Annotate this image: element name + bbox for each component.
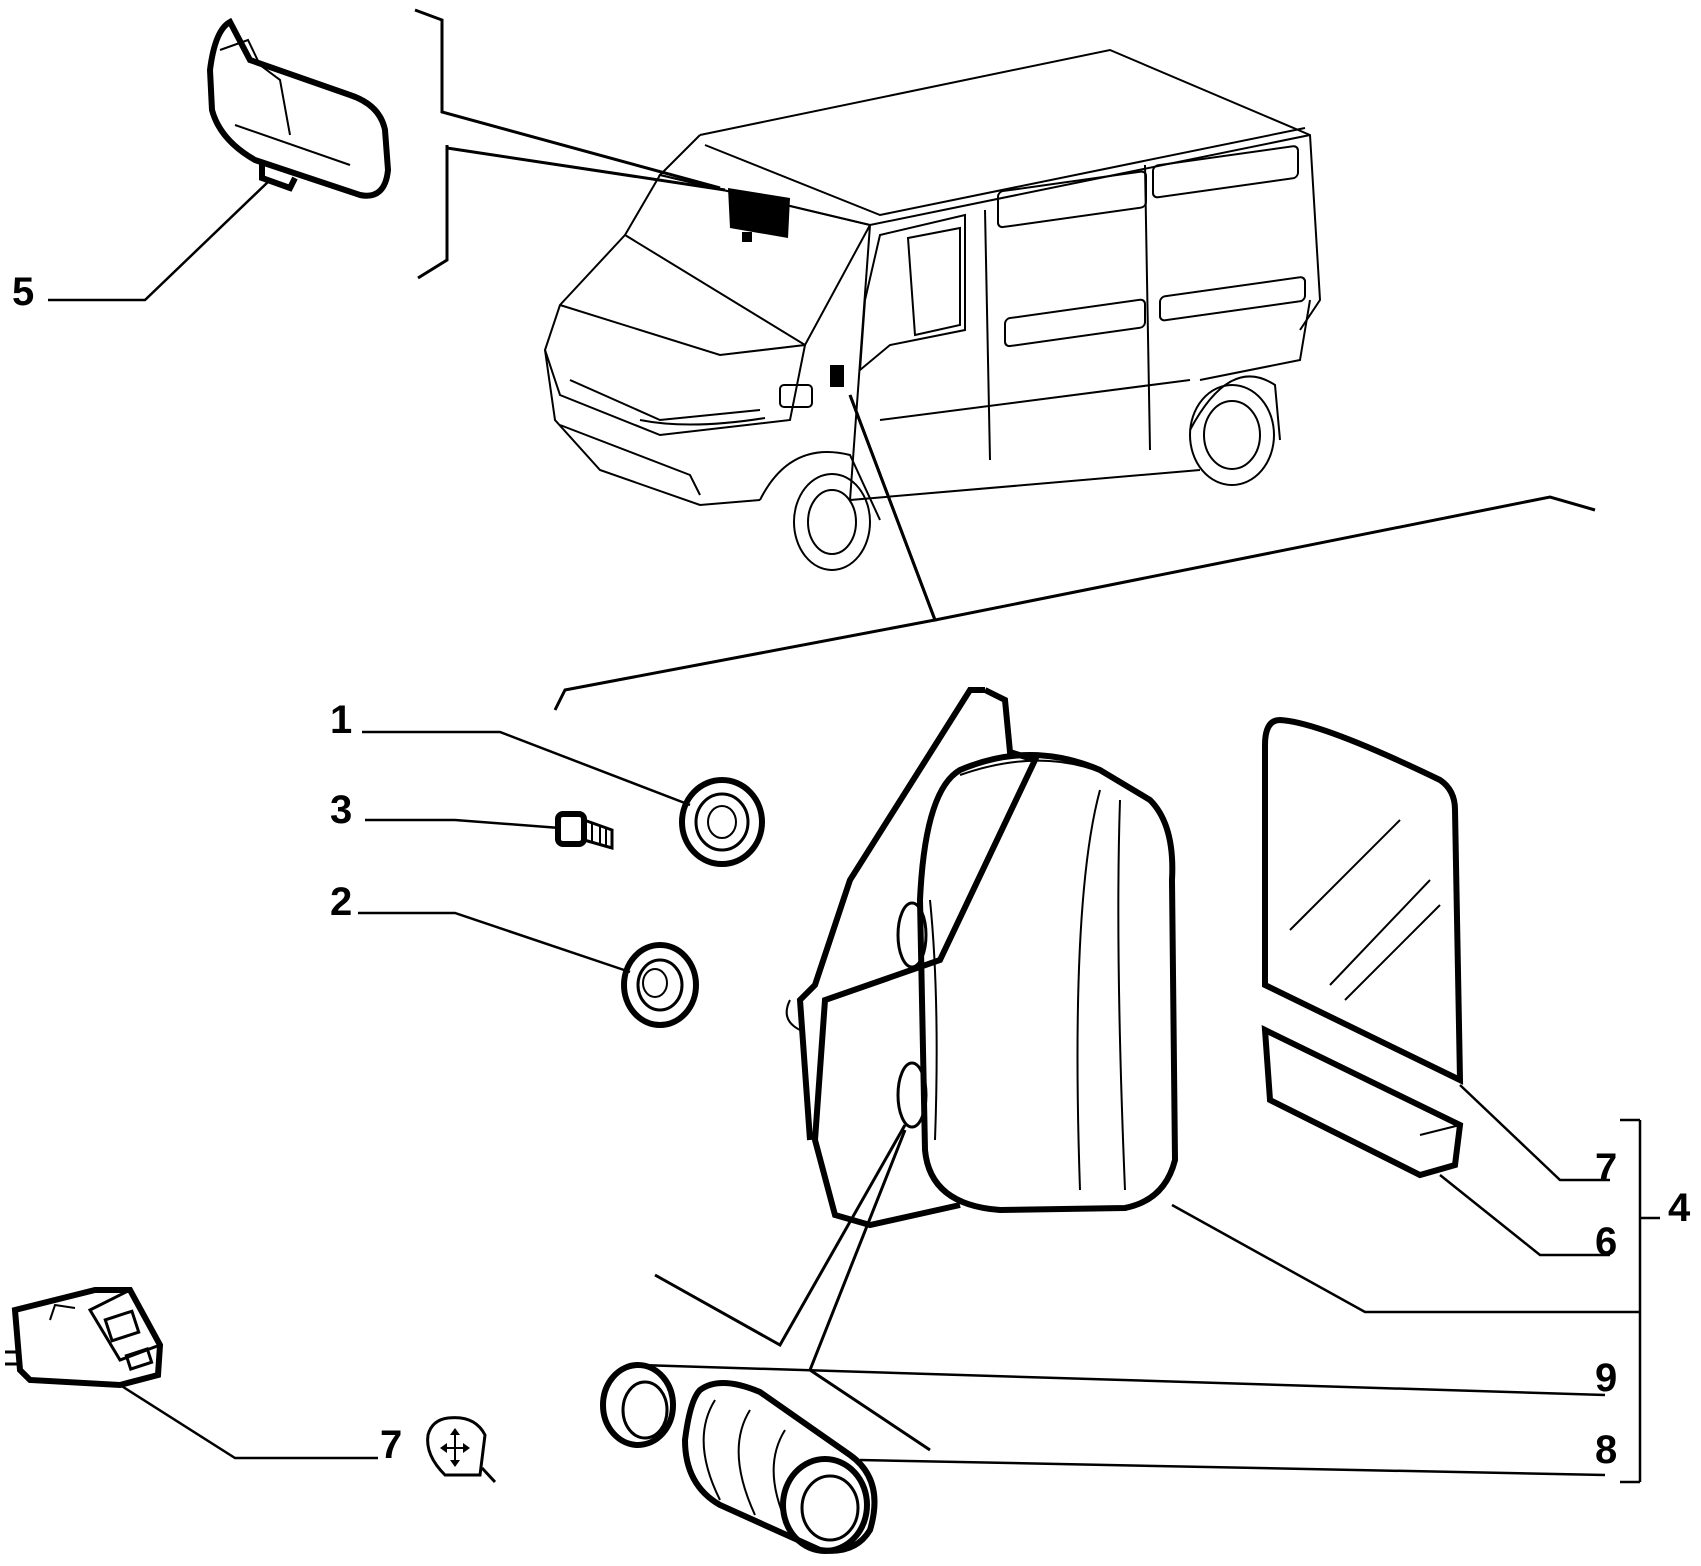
- callout-5: 5: [12, 270, 35, 314]
- callout-3: 3: [330, 788, 353, 832]
- callout-1: 1: [330, 698, 353, 742]
- rubber-boot-icon: [681, 1379, 878, 1554]
- cover-strip-icon: [1261, 1025, 1464, 1179]
- bushing-2-icon: [621, 942, 699, 1028]
- callout-2: 2: [330, 880, 353, 924]
- van-icon: [543, 48, 1322, 571]
- bushing-1-icon: [679, 777, 765, 867]
- callout-7-switch: 7: [380, 1423, 403, 1467]
- callout-7-glass: 7: [1595, 1146, 1618, 1190]
- grommet-icon: [600, 1362, 676, 1448]
- screw-icon: [555, 811, 614, 850]
- interior-mirror-icon: [206, 17, 392, 199]
- callout-4: 4: [1668, 1186, 1691, 1230]
- callout-8: 8: [1595, 1428, 1618, 1472]
- exterior-mirror-icon: [785, 687, 1179, 1229]
- mirror-adjust-symbol-icon: [426, 1416, 497, 1484]
- callout-6: 6: [1595, 1220, 1618, 1264]
- callout-9: 9: [1595, 1356, 1618, 1400]
- mirror-control-switch-icon: [5, 1287, 164, 1389]
- mirror-glass-icon: [1262, 716, 1464, 1085]
